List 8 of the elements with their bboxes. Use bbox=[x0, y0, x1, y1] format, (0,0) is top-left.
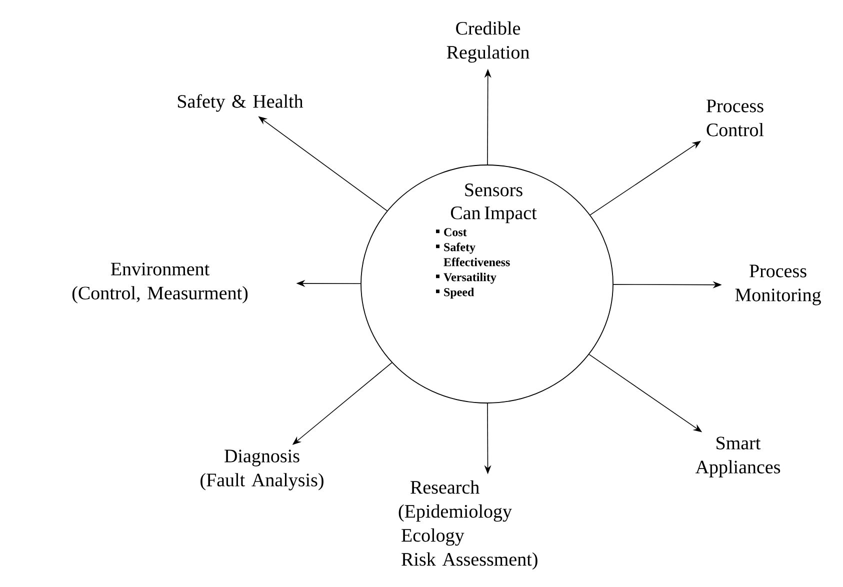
impact-label: Process Control bbox=[706, 100, 764, 136]
impact-label: Research (Epidemiology Ecology Risk Assessment) bbox=[398, 480, 538, 570]
impact-label: Environment (Control, Measurment) bbox=[72, 262, 248, 304]
impact-label: Safety & Health bbox=[178, 94, 304, 112]
impact-label: Diagnosis (Fault Analysis) bbox=[200, 450, 324, 490]
impact-label: Smart Appliances bbox=[695, 436, 780, 478]
impact-label: Process Monitoring bbox=[735, 264, 821, 306]
impact-label: Credible Regulation bbox=[446, 21, 530, 63]
